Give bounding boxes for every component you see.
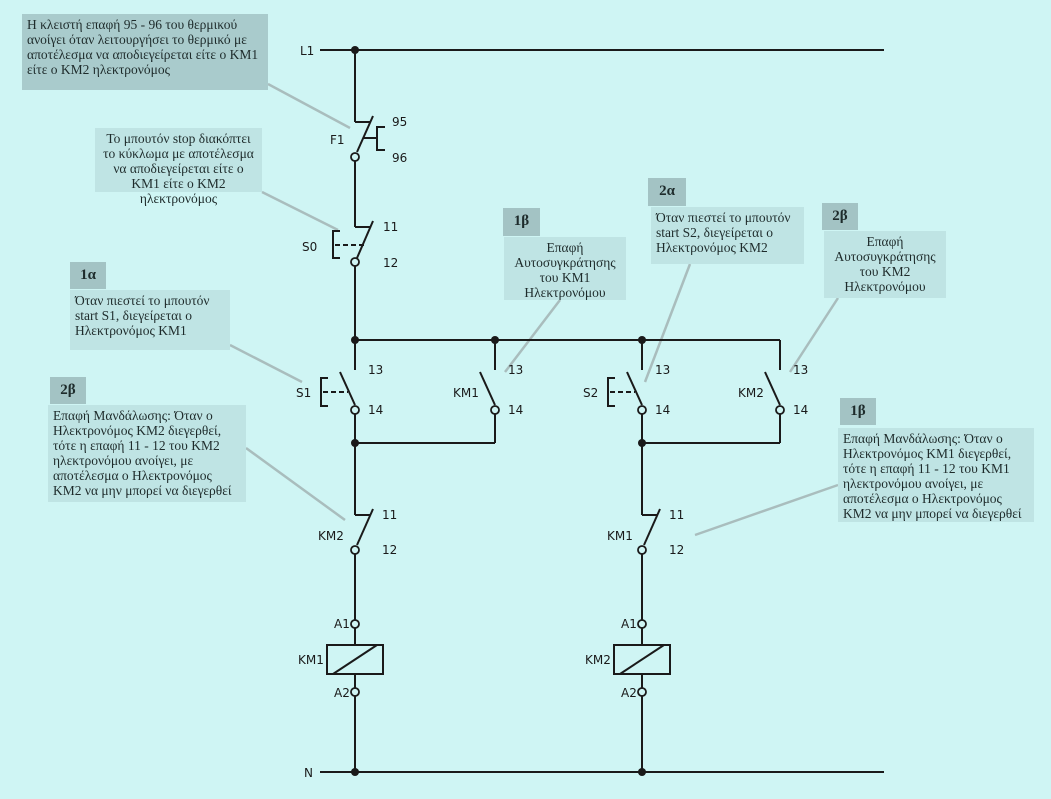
km2-interlock-contact: KM2 11 12 (318, 508, 397, 557)
line-mark (479, 371, 496, 406)
line-mark (339, 371, 356, 406)
n-label: N (304, 766, 313, 780)
line-mark (788, 297, 840, 373)
circle-mark (637, 405, 647, 415)
polyline-mark (320, 377, 328, 407)
line-mark (356, 115, 374, 153)
tag-2a: 2α (648, 178, 686, 206)
circle-mark (350, 257, 360, 267)
label-s0-bot: 12 (383, 256, 398, 270)
branch-km1: S1 13 14 KM1 13 14 KM2 11 12 (296, 340, 523, 772)
label-s0: S0 (302, 240, 317, 254)
label-f1-bot: 96 (392, 151, 407, 165)
label-f1-top: 95 (392, 115, 407, 129)
label-f1: F1 (330, 133, 345, 147)
note-thermal: Η κλειστή επαφή 95 - 96 του θερμικού ανο… (22, 14, 268, 90)
line-mark (619, 644, 665, 675)
note-stop: Το μπουτόν stop διακόπτει το κύκλωμα με … (95, 128, 262, 206)
circle-mark (350, 687, 360, 697)
label-nc-bot: 12 (669, 543, 684, 557)
label-s1: S1 (296, 386, 311, 400)
label-km2-aux: KM2 (738, 386, 764, 400)
km1-coil: A1 A2 KM1 (298, 617, 384, 772)
line-mark (261, 190, 339, 232)
km2-coil: A1 A2 KM2 (585, 617, 671, 772)
note-1b-top: Επαφή Αυτοσυγκράτησης του KM1 Ηλεκτρονόμ… (504, 237, 626, 300)
note-1a: Όταν πιεστεί το μπουτόν start S1, διεγεί… (70, 290, 230, 350)
label-no-bot: 14 (368, 403, 383, 417)
label-no-top: 13 (368, 363, 383, 377)
polyline-mark (376, 126, 385, 151)
label-no-bot: 14 (793, 403, 808, 417)
circle-mark (490, 405, 500, 415)
f1-thermal-contact: F1 95 96 (330, 50, 407, 165)
tag-2b-left: 2β (50, 377, 86, 404)
label-nc-top: 11 (669, 508, 684, 522)
line-mark (267, 82, 351, 130)
label-km1-aux: KM1 (453, 386, 479, 400)
circle-mark (775, 405, 785, 415)
label-no-bot: 14 (508, 403, 523, 417)
tag-1a: 1α (70, 262, 106, 289)
tag-1b-right: 1β (840, 398, 876, 425)
polyline-mark (607, 377, 615, 407)
km2-self-hold-contact: KM2 13 14 (738, 340, 808, 443)
note-1b-right: Επαφή Μανδάλωσης: Όταν ο Ηλεκτρονόμος KM… (838, 428, 1034, 522)
circle-mark (350, 619, 360, 629)
line-mark (356, 508, 374, 546)
line-mark (626, 371, 643, 406)
label-nc-top: 11 (382, 508, 397, 522)
s2-start-button: S2 13 14 (583, 340, 670, 417)
label-a1: A1 (621, 617, 637, 631)
line-mark (229, 343, 303, 384)
circle-mark (351, 46, 359, 54)
circle-mark (350, 545, 360, 555)
line-mark (764, 371, 781, 406)
line-mark (643, 508, 661, 546)
circle-mark (637, 545, 647, 555)
polyline-mark (332, 230, 340, 259)
s0-stop-button: S0 11 12 (302, 161, 398, 340)
line-mark (643, 263, 692, 383)
line-mark (356, 220, 374, 259)
km1-interlock-contact: KM1 11 12 (607, 508, 684, 557)
line-mark (694, 483, 839, 537)
label-coil2: KM2 (585, 653, 611, 667)
note-2b-top: Επαφή Αυτοσυγκράτησης του KM2 Ηλεκτρονόμ… (824, 231, 946, 298)
label-no-top: 13 (793, 363, 808, 377)
note-2b-left: Επαφή Μανδάλωσης: Όταν ο Ηλεκτρονόμος KM… (48, 405, 246, 502)
label-a2: A2 (621, 686, 637, 700)
s1-start-button: S1 13 14 (296, 340, 383, 417)
line-mark (245, 446, 346, 522)
circle-mark (350, 152, 360, 162)
label-a1: A1 (334, 617, 350, 631)
label-no-top: 13 (508, 363, 523, 377)
circle-mark (637, 687, 647, 697)
l1-label: L1 (300, 44, 314, 58)
note-2a: Όταν πιεστεί το μπουτόν start S2, διεγεί… (651, 207, 804, 264)
tag-1b-top: 1β (503, 208, 540, 236)
label-s2: S2 (583, 386, 598, 400)
label-no-bot: 14 (655, 403, 670, 417)
circle-mark (350, 405, 360, 415)
label-km1-nc: KM1 (607, 529, 633, 543)
label-s0-top: 11 (383, 220, 398, 234)
leader-lines (229, 82, 840, 537)
label-a2: A2 (334, 686, 350, 700)
line-mark (332, 644, 378, 675)
label-no-top: 13 (655, 363, 670, 377)
circle-mark (637, 619, 647, 629)
label-coil1: KM1 (298, 653, 324, 667)
branch-km2: S2 13 14 KM2 13 14 KM1 11 12 (583, 340, 808, 772)
junction-dots (351, 46, 646, 776)
label-km2-nc: KM2 (318, 529, 344, 543)
label-nc-bot: 12 (382, 543, 397, 557)
km1-self-hold-contact: KM1 13 14 (453, 340, 523, 443)
line-mark (504, 299, 561, 373)
tag-2b-top: 2β (822, 203, 858, 230)
